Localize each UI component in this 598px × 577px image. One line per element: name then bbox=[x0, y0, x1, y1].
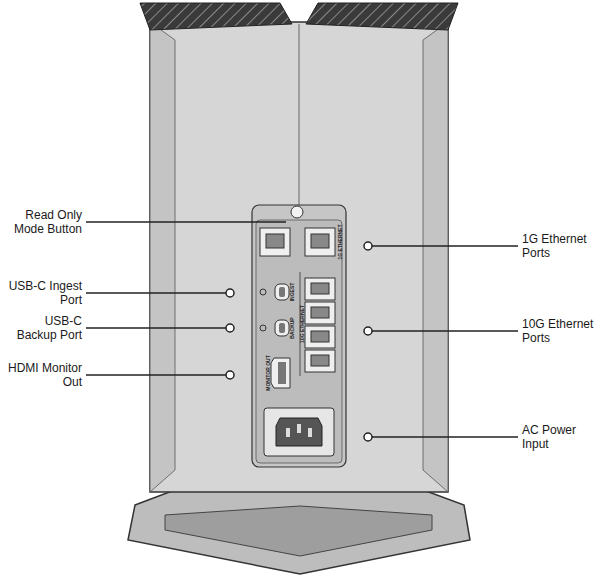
callout-label: Read Only Mode Button bbox=[4, 208, 82, 236]
callout-label: AC Power Input bbox=[522, 423, 595, 451]
callout-label: 1G Ethernet Ports bbox=[522, 232, 595, 260]
callout-label: HDMI Monitor Out bbox=[4, 361, 82, 389]
port-marking: 10G ETHERNET bbox=[299, 305, 305, 343]
port-marking: 1G ETHERNET bbox=[337, 224, 343, 259]
port-marking: INGEST bbox=[289, 283, 295, 302]
callout-label: USB-C Ingest Port bbox=[4, 279, 82, 307]
port-marking: BACKUP bbox=[289, 317, 295, 338]
port-marking: MONITOR OUT bbox=[265, 355, 271, 390]
callout-label: 10G Ethernet Ports bbox=[522, 317, 595, 345]
callout-label: USB-C Backup Port bbox=[4, 314, 82, 342]
